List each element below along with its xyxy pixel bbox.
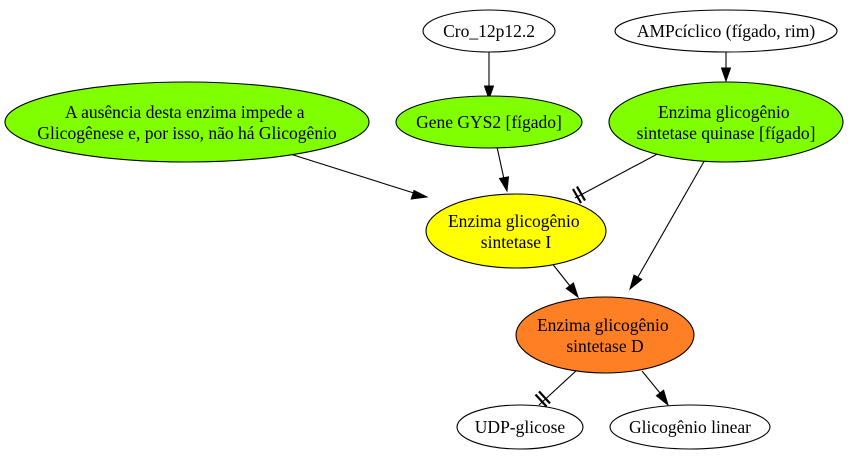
nodes-layer: Cro_12p12.2 AMPcíclico (fígado, rim) A a…	[4, 9, 844, 450]
svg-text:Enzima glicogênio sint: Enzima glicogênio sintetase D	[537, 315, 673, 356]
edge-cro-to-gys2	[483, 51, 495, 101]
edge-quinase-tee-sintetase-i	[572, 150, 664, 204]
node-label-line: Glicogênese e, por isso, não há Glicogên…	[37, 123, 337, 143]
edge-gys2-to-sintetase-i	[496, 146, 510, 193]
node-glicogenio-sintetase-i[interactable]: Enzima glicogênio sintetase I	[425, 193, 607, 269]
node-ampciclico[interactable]: AMPcíclico (fígado, rim)	[614, 9, 838, 53]
node-shape	[614, 9, 838, 53]
node-shape	[422, 9, 556, 53]
node-shape	[609, 404, 771, 450]
svg-text:Cro_12p12.2: Cro_12p12.2	[443, 21, 535, 41]
node-shape	[515, 296, 695, 374]
node-label-line: sintetase quinase [fígado]	[637, 123, 816, 143]
node-label-line: Glicogênio linear	[629, 417, 751, 437]
node-label-line: sintetase I	[481, 232, 552, 252]
node-shape	[456, 404, 584, 450]
node-udp-glicose[interactable]: UDP-glicose	[456, 404, 584, 450]
node-label-line: UDP-glicose	[475, 417, 566, 437]
node-label-line: AMPcíclico (fígado, rim)	[637, 21, 816, 41]
node-shape	[608, 81, 844, 163]
node-label-line: sintetase D	[566, 336, 643, 356]
node-label-line: Enzima glicogênio	[448, 211, 580, 231]
svg-text:Enzima glicogênio sint: Enzima glicogênio sintetase I	[448, 211, 584, 252]
node-glicogenio-sintetase-quinase[interactable]: Enzima glicogênio sintetase quinase [fíg…	[608, 81, 844, 163]
svg-text:AMPcíclico (fígado, rim): AMPcíclico (fígado, rim)	[637, 21, 816, 41]
svg-text:Glicogênio linear: Glicogênio linear	[629, 417, 751, 437]
edge-sintetase-d-tee-udp-glicose	[534, 369, 578, 408]
node-shape	[425, 193, 607, 269]
node-glicogenio-sintetase-d[interactable]: Enzima glicogênio sintetase D	[515, 296, 695, 374]
node-label-line: Gene GYS2 [fígado]	[416, 112, 562, 132]
node-label-line: Cro_12p12.2	[443, 21, 535, 41]
node-ausencia-enzima[interactable]: A ausência desta enzima impede a Glicogê…	[4, 81, 370, 163]
node-shape	[395, 95, 583, 149]
svg-text:UDP-glicose: UDP-glicose	[475, 417, 566, 437]
node-cro-12p12-2[interactable]: Cro_12p12.2	[422, 9, 556, 53]
svg-text:Gene GYS2 [fígado]: Gene GYS2 [fígado]	[416, 112, 562, 132]
node-label-line: Enzima glicogênio	[537, 315, 669, 335]
edge-amp-to-quinase	[720, 51, 732, 83]
node-gene-gys2[interactable]: Gene GYS2 [fígado]	[395, 95, 583, 149]
node-shape	[4, 81, 370, 163]
svg-text:Enzima glicogênio sint: Enzima glicogênio sintetase quinase [fíg…	[637, 102, 816, 143]
edge-quinase-to-sintetase-d	[629, 157, 707, 291]
node-glicogenio-linear[interactable]: Glicogênio linear	[609, 404, 771, 450]
node-label-line: A ausência desta enzima impede a	[65, 102, 305, 122]
svg-text:A ausência desta enzima impede: A ausência desta enzima impede a Glicogê…	[37, 102, 337, 143]
edges-layer	[286, 51, 732, 408]
node-label-line: Enzima glicogênio	[658, 102, 790, 122]
edge-ausencia-to-sintetase-i	[286, 152, 429, 200]
edge-sintetase-d-to-glicogenio-linear	[641, 370, 669, 407]
edge-sintetase-i-to-sintetase-d	[550, 261, 579, 299]
